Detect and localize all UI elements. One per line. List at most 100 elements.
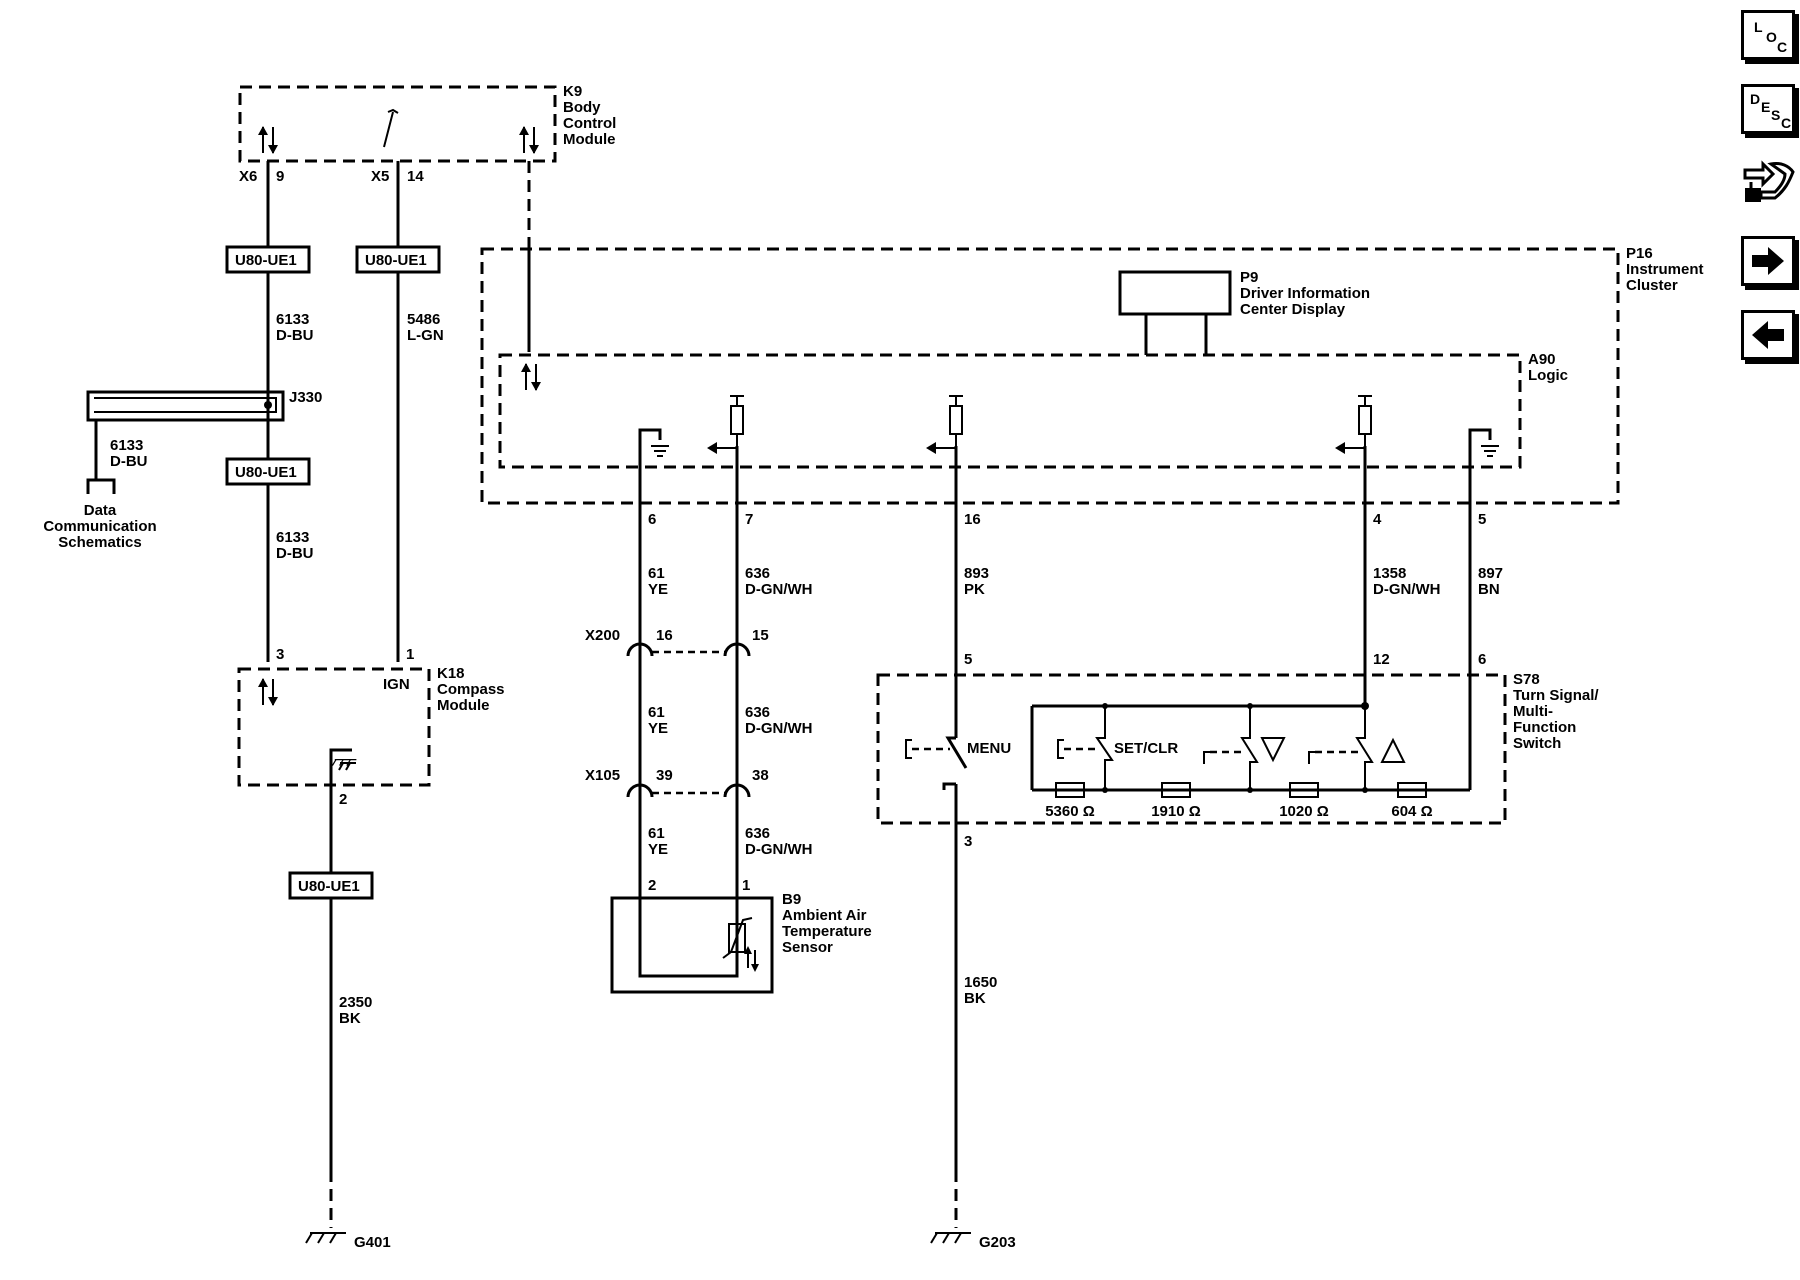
label-pins-p16_7: 7 [745, 511, 753, 528]
label-connectors-x200: X200 [585, 627, 620, 644]
label-wires-w1650-color: BK [964, 990, 986, 1007]
nav-letter: L [1754, 19, 1763, 35]
label-components-b9-l2: Temperature [782, 923, 872, 940]
label-option_labels-a: U80-UE1 [235, 252, 297, 269]
label-connectors-x105_a: 39 [656, 767, 673, 784]
data-communication-reference [86, 478, 116, 494]
label-components-k18-id: K18 [437, 665, 465, 682]
label-wires-w636a-color: D-GN/WH [745, 581, 813, 598]
label-pins-s78_12: 12 [1373, 651, 1390, 668]
connector-x105: X105 39 38 [585, 767, 769, 798]
connector-view-icon [1743, 160, 1795, 202]
label-components-s78-id: S78 [1513, 671, 1540, 688]
label-wires-w1358-circuit: 1358 [1373, 565, 1406, 582]
label-components-k18-l2: Module [437, 697, 490, 714]
label-wires-w61c-circuit: 61 [648, 825, 665, 842]
label-components-k9-l2: Control [563, 115, 616, 132]
label-wires-w6133a-circuit: 6133 [276, 311, 309, 328]
nav-letter: S [1771, 107, 1781, 123]
j330-splice: J330 [86, 389, 322, 422]
b9-ambient-air-temperature-sensor: B9 Ambient Air Temperature Sensor [610, 891, 872, 994]
label-pins-p16_16: 16 [964, 511, 981, 528]
k18-compass-module: IGN K18 Compass Module [237, 665, 505, 787]
connector-x5: X5 [371, 168, 389, 185]
label-components-k9-l3: Module [563, 131, 616, 148]
label-wires-w61b-circuit: 61 [648, 704, 665, 721]
description-button[interactable]: D E S C [1741, 84, 1795, 134]
nav-letter: E [1761, 99, 1771, 115]
label-connectors-x6_pin: 9 [276, 168, 284, 185]
label-wires-w893-color: PK [964, 581, 985, 598]
label-components-a90-id: A90 [1528, 351, 1556, 368]
previous-page-button[interactable] [1741, 310, 1795, 360]
label-pins-k18_1: 1 [406, 646, 414, 663]
nav-letter: C [1777, 39, 1788, 55]
label-wires-w6133b-circuit: 6133 [276, 529, 309, 546]
location-button[interactable]: L O C [1741, 10, 1795, 60]
label-wires-w893-circuit: 893 [964, 565, 989, 582]
label-wires-w897-circuit: 897 [1478, 565, 1503, 582]
label-components-b9-l3: Sensor [782, 939, 833, 956]
label-switch-r1: 5360 Ω [1045, 803, 1095, 820]
label-wires-w636a-circuit: 636 [745, 565, 770, 582]
label-pins-s78_5: 5 [964, 651, 972, 668]
k9-body-control-module: K9 Body Control Module [238, 83, 616, 163]
a90-logic: A90 Logic [498, 351, 1568, 469]
label-pins-s78_6: 6 [1478, 651, 1486, 668]
label-option_labels-b: U80-UE1 [235, 464, 297, 481]
label-option_labels-d: U80-UE1 [298, 878, 360, 895]
label-connectors-x200_a: 16 [656, 627, 673, 644]
switch-resistor-ladder: SET/CLR 5360 Ω 1910 Ω 1020 Ω 604 Ω [1030, 702, 1470, 820]
label-wires-w5486-circuit: 5486 [407, 311, 440, 328]
label-switch-r4: 604 Ω [1391, 803, 1432, 820]
label-components-data_comm-l3: Schematics [58, 534, 141, 551]
label-option_labels-c: U80-UE1 [365, 252, 427, 269]
connector-view-button[interactable] [1741, 158, 1795, 208]
label-components-k9-l1: Body [563, 99, 601, 116]
connector-x6: X6 [239, 168, 257, 185]
label-components-p9-l1: Driver Information [1240, 285, 1370, 302]
next-page-button[interactable] [1741, 236, 1795, 286]
p9-driver-information-center-display: P9 Driver Information Center Display [1118, 269, 1370, 355]
label-switch-setclr: SET/CLR [1114, 740, 1178, 757]
label-components-p9-l2: Center Display [1240, 301, 1346, 318]
label-switch-r2: 1910 Ω [1151, 803, 1201, 820]
label-components-p16-l2: Cluster [1626, 277, 1678, 294]
label-wires-w6133c-color: D-BU [110, 453, 148, 470]
label-components-s78-l4: Switch [1513, 735, 1561, 752]
k9-id: K9 [563, 83, 582, 100]
label-wires-w61a-circuit: 61 [648, 565, 665, 582]
option-label-u80-a [225, 245, 311, 274]
s78-turn-signal-multifunction-switch: S78 Turn Signal/ Multi- Function Switch [876, 671, 1599, 825]
label-wires-w636b-color: D-GN/WH [745, 720, 813, 737]
label-components-b9-id: B9 [782, 891, 801, 908]
label-wires-w6133c-circuit: 6133 [110, 437, 143, 454]
label-components-s78-l1: Turn Signal/ [1513, 687, 1599, 704]
label-connectors-x105: X105 [585, 767, 620, 784]
ground-g401: G401 [305, 1232, 391, 1251]
label-components-data_comm-l1: Data [84, 502, 117, 519]
label-components-a90-l1: Logic [1528, 367, 1568, 384]
option-label-u80-b [225, 457, 311, 486]
label-pins-b9_1: 1 [742, 877, 750, 894]
option-label-u80-c [355, 245, 441, 274]
label-pins-s78_3: 3 [964, 833, 972, 850]
label-wires-w2350-color: BK [339, 1010, 361, 1027]
label-switch-menu: MENU [967, 740, 1011, 757]
label-pins-k18_3: 3 [276, 646, 284, 663]
label-wires-w636b-circuit: 636 [745, 704, 770, 721]
arrow-right-icon [1752, 247, 1784, 275]
label-pins-k18_2: 2 [339, 791, 347, 808]
label-components-k18-ign: IGN [383, 676, 410, 693]
label-wires-w5486-color: L-GN [407, 327, 444, 344]
label-grounds-g203: G203 [979, 1234, 1016, 1251]
label-pins-p16_5: 5 [1478, 511, 1486, 528]
label-components-p16-id: P16 [1626, 245, 1653, 262]
label-wires-w61c-color: YE [648, 841, 668, 858]
nav-letter: O [1766, 29, 1777, 45]
label-wires-w6133b-color: D-BU [276, 545, 314, 562]
label-wires-w1358-color: D-GN/WH [1373, 581, 1441, 598]
label-components-k18-l1: Compass [437, 681, 505, 698]
nav-letter: C [1781, 115, 1792, 131]
